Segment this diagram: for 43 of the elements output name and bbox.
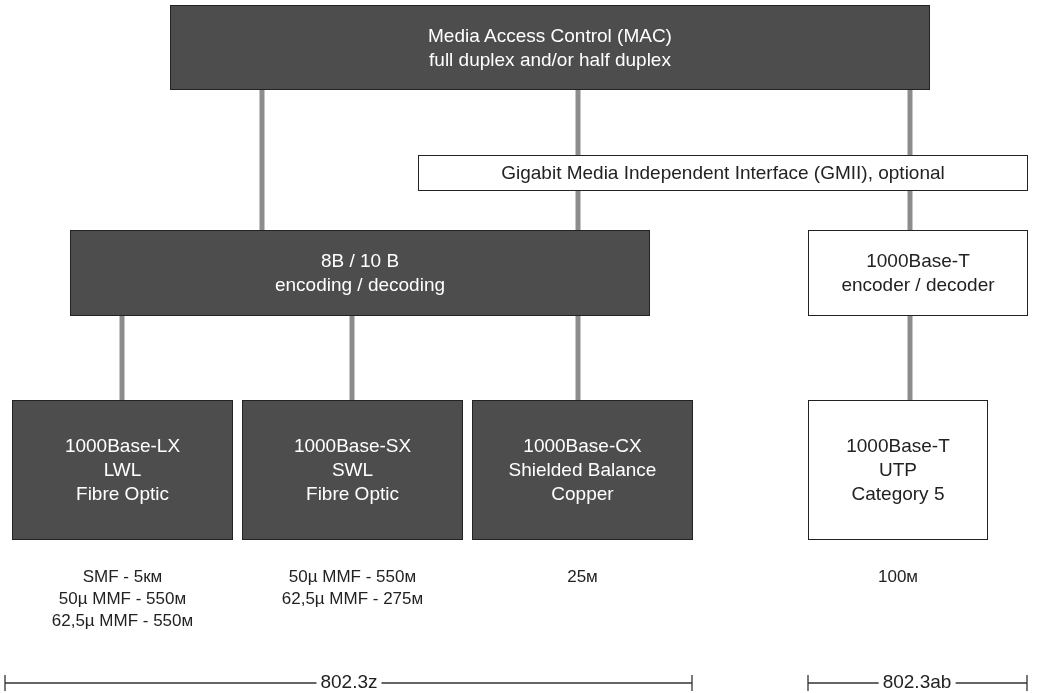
node-text: 1000Base-T: [846, 434, 950, 458]
node-text: Fibre Optic: [306, 482, 399, 506]
connector-line: [907, 316, 913, 400]
reach-note: 100м: [877, 566, 919, 588]
interface-box: [418, 155, 1028, 191]
reach-note: 25м: [567, 566, 598, 588]
reach-note: 50µ MMF - 550м: [58, 588, 187, 610]
node-text: 8B / 10 B: [320, 249, 400, 273]
interface-box: [808, 230, 1028, 316]
reach-note: 62,5µ MMF - 275м: [281, 588, 424, 610]
node-text: 1000Base-CX: [523, 434, 642, 458]
layer-box: [170, 5, 930, 90]
node-text: UTP: [879, 458, 917, 482]
connector-line: [259, 90, 265, 230]
layer-box: [242, 400, 463, 540]
node-text: Gigabit Media Independent Interface (GMII), optional: [501, 161, 945, 185]
layer-box: [472, 400, 693, 540]
node-text: encoding / decoding: [274, 273, 446, 297]
connector-line: [349, 316, 355, 400]
connector-line: [907, 90, 913, 155]
connector-line: [575, 316, 581, 400]
reach-note: SMF - 5км: [82, 566, 163, 588]
interface-box: [808, 400, 988, 540]
node-text: Media Access Control (MAC): [428, 23, 672, 48]
node-text: LWL: [103, 458, 142, 482]
node-text: full duplex and/or half duplex: [429, 47, 671, 72]
node-text: 1000Base-T: [866, 249, 970, 273]
reach-note: 62,5µ MMF - 550м: [51, 610, 194, 632]
node-text: 1000Base-LX: [64, 434, 181, 458]
node-text: SWL: [331, 458, 374, 482]
connector-line: [575, 191, 581, 230]
node-text: Shielded Balance: [508, 458, 657, 482]
node-text: Copper: [551, 482, 614, 506]
node-text: encoder / decoder: [841, 273, 995, 297]
connector-line: [119, 316, 125, 400]
node-text: Fibre Optic: [76, 482, 169, 506]
layer-box: [12, 400, 233, 540]
connector-line: [907, 191, 913, 230]
node-text: Category 5: [851, 482, 945, 506]
reach-note: 50µ MMF - 550м: [288, 566, 417, 588]
connector-line: [575, 90, 581, 155]
layer-box: [70, 230, 650, 316]
node-text: 1000Base-SX: [293, 434, 412, 458]
